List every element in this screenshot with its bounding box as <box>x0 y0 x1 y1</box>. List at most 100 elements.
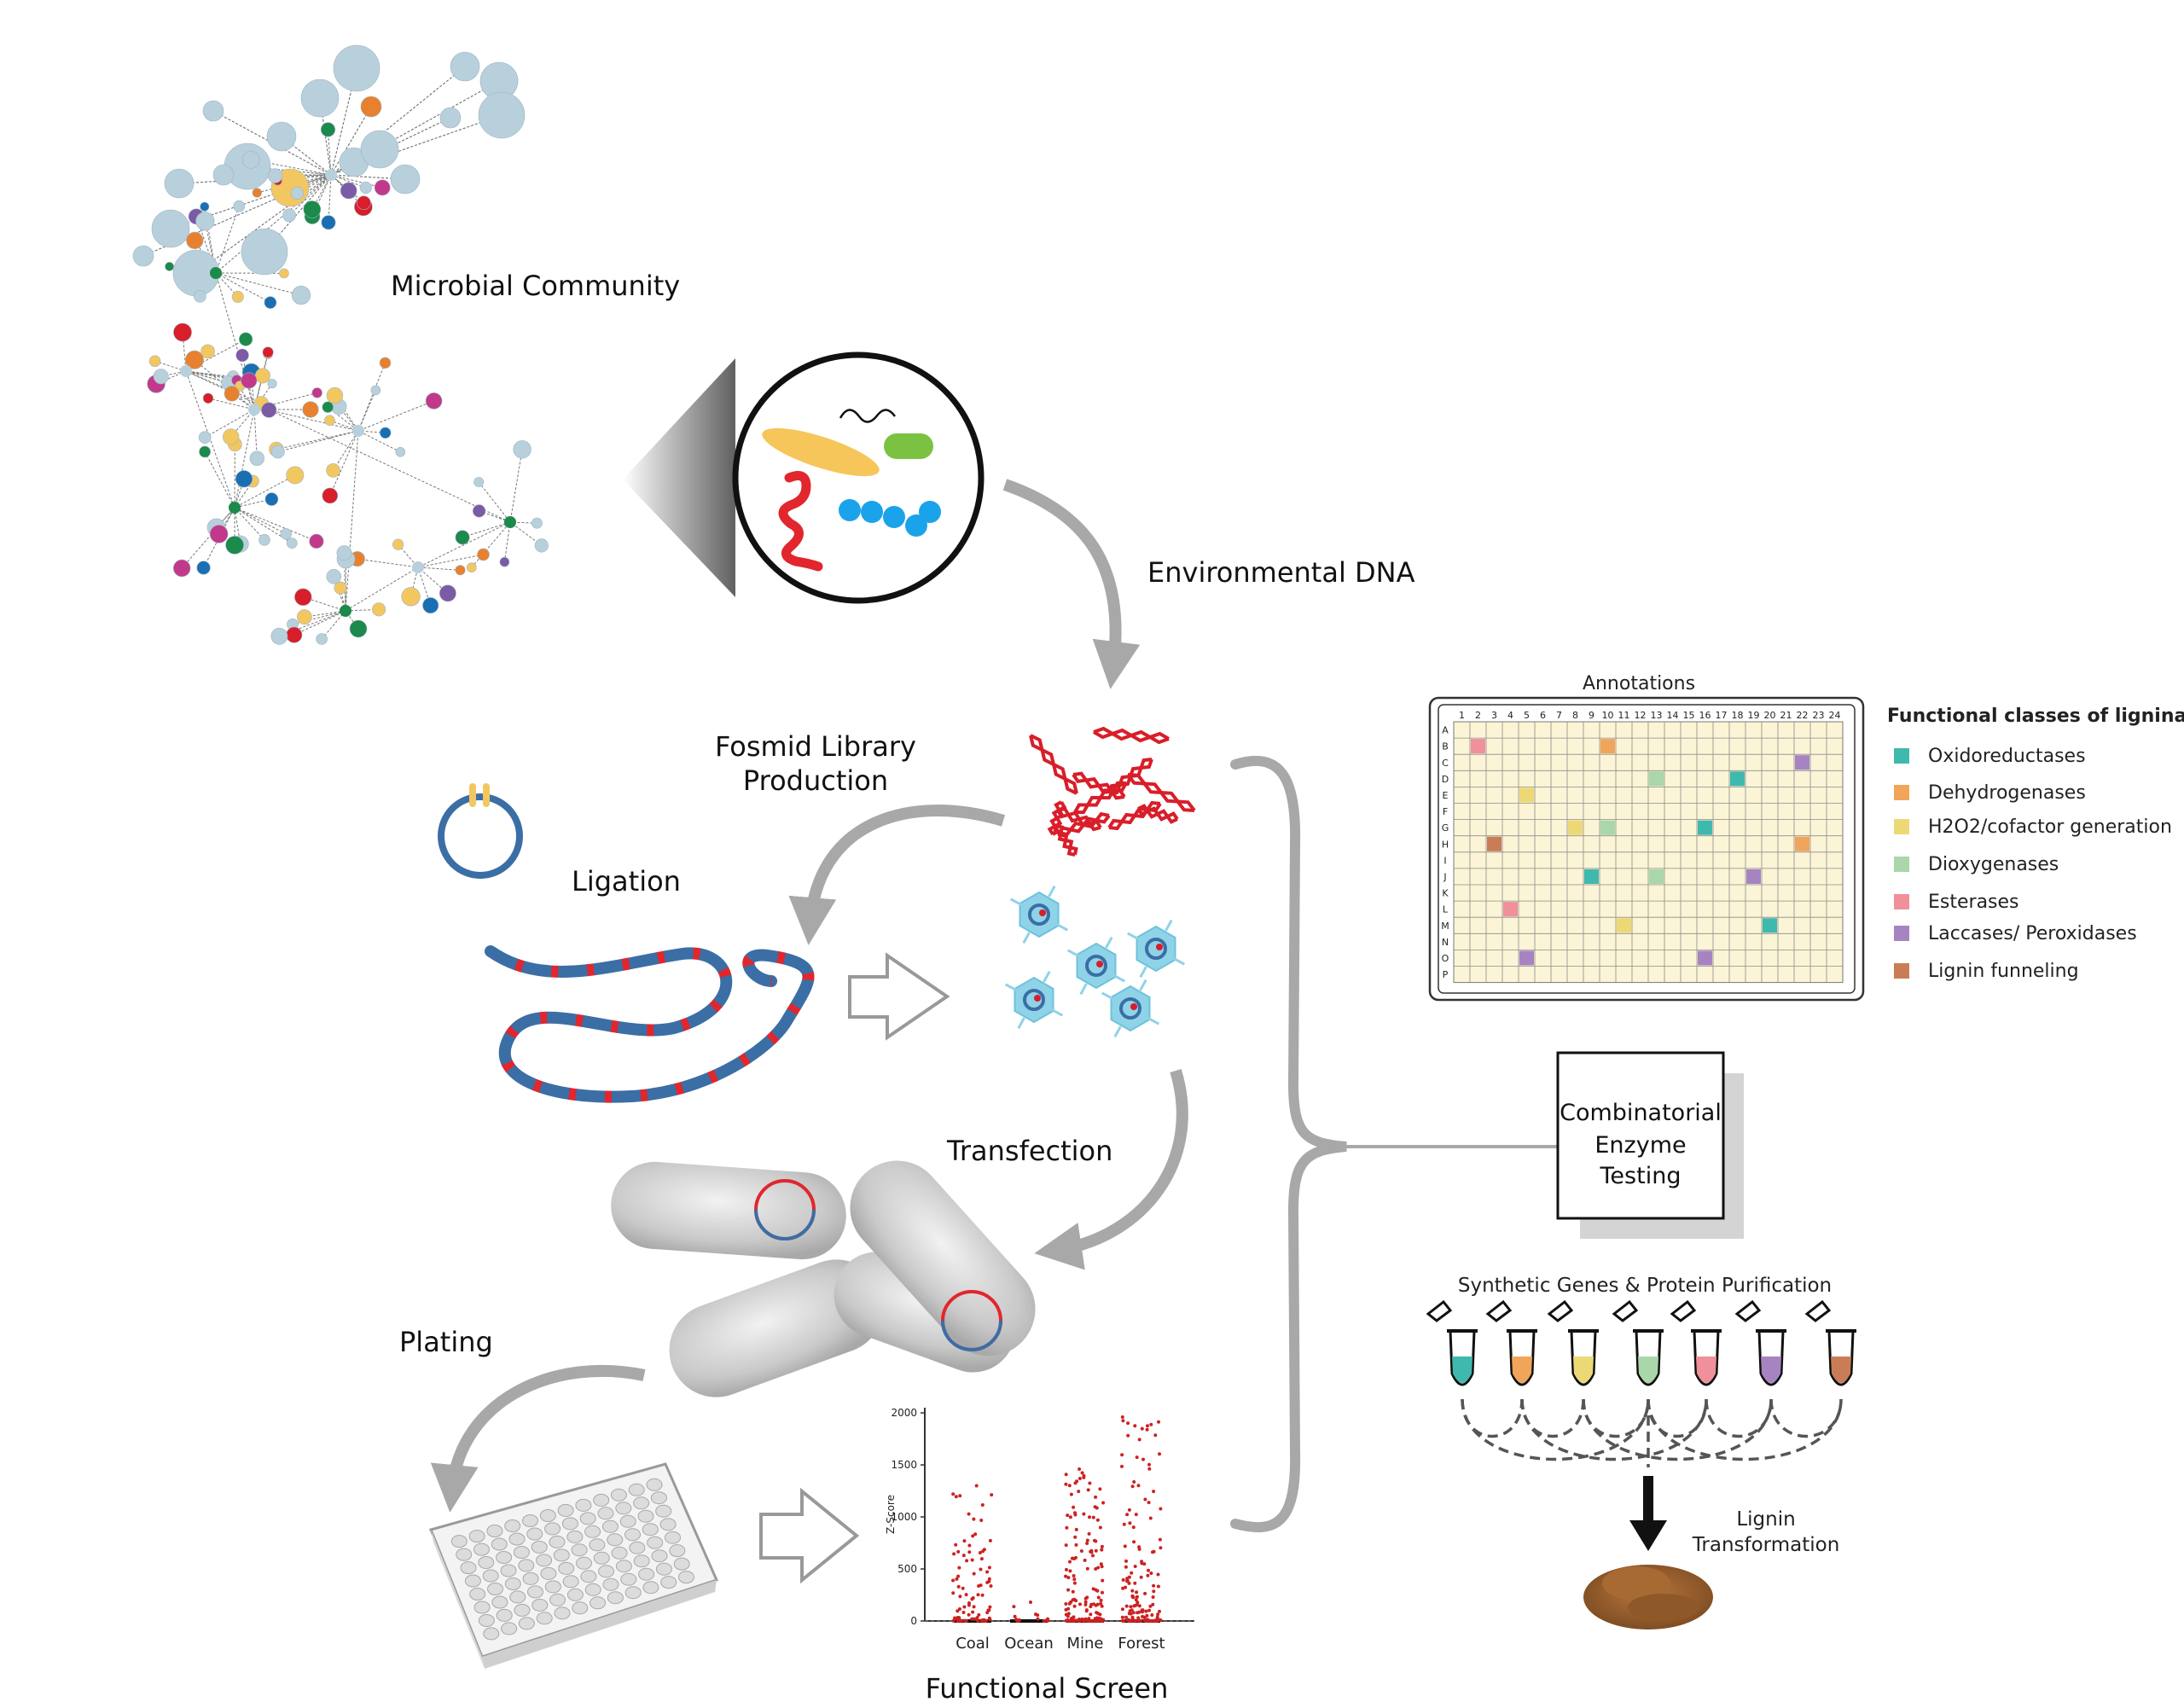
chart-point <box>1087 1618 1091 1623</box>
chart-point <box>1125 1579 1129 1583</box>
chart-point <box>1153 1433 1158 1438</box>
chart-point <box>1120 1615 1124 1619</box>
chart-point <box>953 1616 957 1620</box>
ligninase-legend: Functional classes of ligninases: Oxidor… <box>1887 706 2184 982</box>
chart-point <box>985 1570 990 1574</box>
chart-point <box>956 1609 960 1613</box>
chart-point <box>1136 1484 1141 1488</box>
chart-point <box>1131 1611 1136 1615</box>
chart-point <box>978 1551 982 1554</box>
chart-point <box>1013 1614 1017 1618</box>
chart-point <box>1147 1462 1151 1467</box>
plate-col-label: 17 <box>1716 710 1728 721</box>
chart-point <box>1082 1473 1086 1478</box>
functional-screen-label: Functional Screen <box>926 1672 1169 1705</box>
transfection-label: Transfection <box>946 1135 1112 1167</box>
plate-col-label: 2 <box>1475 710 1481 721</box>
chart-point <box>1074 1542 1078 1547</box>
chart-ytick-label: 0 <box>910 1615 917 1627</box>
chart-point <box>1068 1515 1072 1519</box>
chart-point <box>1064 1602 1068 1606</box>
lignin-arrow-head <box>1629 1520 1667 1551</box>
zoom-circle <box>732 351 985 604</box>
chart-point <box>1136 1611 1140 1615</box>
chart-point <box>1147 1568 1150 1572</box>
chart-point <box>1134 1598 1138 1602</box>
chart-point <box>976 1593 980 1597</box>
chart-point <box>1156 1618 1160 1623</box>
chart-point <box>1148 1516 1153 1520</box>
chart-point <box>1090 1619 1095 1623</box>
plate-row-label: M <box>1441 921 1449 932</box>
chart-point <box>971 1610 975 1614</box>
chart-point <box>1120 1464 1124 1468</box>
chart-point <box>1141 1457 1145 1461</box>
chart-point <box>1071 1616 1075 1620</box>
chart-point <box>985 1580 990 1584</box>
chart-point <box>967 1612 971 1617</box>
chart-point <box>1144 1609 1148 1613</box>
chart-point <box>987 1577 991 1581</box>
bracket <box>1230 755 1347 1532</box>
chart-point <box>1131 1595 1135 1600</box>
chart-point <box>1072 1505 1076 1509</box>
chart-point <box>1127 1575 1131 1579</box>
annotated-well <box>1763 918 1777 933</box>
chart-point <box>1064 1574 1068 1578</box>
chart-xtick-label: Ocean <box>1004 1635 1054 1653</box>
chart-point <box>980 1593 985 1597</box>
plate-row-label: H <box>1442 839 1449 850</box>
chart-point <box>1074 1527 1078 1531</box>
combination-links <box>1461 1398 1843 1467</box>
plate-col-label: 16 <box>1699 710 1711 721</box>
plate-col-label: 11 <box>1618 710 1630 721</box>
chart-point <box>979 1557 984 1561</box>
chart-point <box>961 1554 966 1558</box>
legend-item-label: Dioxygenases <box>1928 854 2059 875</box>
chart-point <box>1147 1608 1151 1612</box>
chart-point <box>1071 1618 1075 1623</box>
chart-point <box>1123 1544 1127 1548</box>
chart-point <box>972 1571 976 1576</box>
chart-point <box>963 1618 967 1623</box>
chart-point <box>1064 1543 1068 1548</box>
bacteria-cells-icon <box>611 1160 1036 1397</box>
chart-point <box>1133 1618 1137 1623</box>
chart-point <box>1073 1481 1077 1485</box>
chart-ytick-label: 1000 <box>891 1511 917 1523</box>
fosmid-label-line1: Fosmid Library <box>715 730 916 763</box>
chart-point <box>970 1597 974 1601</box>
chart-point <box>1068 1569 1072 1573</box>
chart-point <box>1091 1515 1095 1519</box>
chart-point <box>1144 1618 1147 1622</box>
chart-point <box>1096 1612 1101 1616</box>
plate-row-label: A <box>1442 725 1449 736</box>
plate-col-label: 6 <box>1540 710 1546 721</box>
chart-point <box>1133 1424 1137 1428</box>
chart-point <box>979 1583 983 1588</box>
chart-point <box>951 1578 956 1583</box>
chart-point <box>1083 1602 1088 1606</box>
chart-point <box>1146 1424 1149 1428</box>
chart-point <box>1089 1612 1093 1617</box>
annotated-well <box>1487 836 1502 851</box>
chart-point <box>1084 1618 1089 1623</box>
legend-swatch <box>1894 748 1909 764</box>
ligation-label: Ligation <box>572 865 681 898</box>
chart-point <box>1098 1487 1102 1491</box>
arrow-to-plate <box>430 1364 646 1513</box>
chart-point <box>1046 1617 1049 1621</box>
chart-point <box>1066 1614 1070 1618</box>
chart-point <box>972 1605 976 1609</box>
chart-point <box>1082 1512 1086 1516</box>
chart-ytick-label: 2000 <box>891 1407 917 1419</box>
chart-point <box>1130 1615 1135 1619</box>
chart-point <box>1064 1482 1068 1486</box>
chart-point <box>1130 1608 1134 1612</box>
legend-item-label: Esterases <box>1928 892 2019 913</box>
chart-point <box>979 1519 984 1522</box>
chart-point <box>1156 1572 1160 1577</box>
chart-point <box>1086 1488 1090 1492</box>
